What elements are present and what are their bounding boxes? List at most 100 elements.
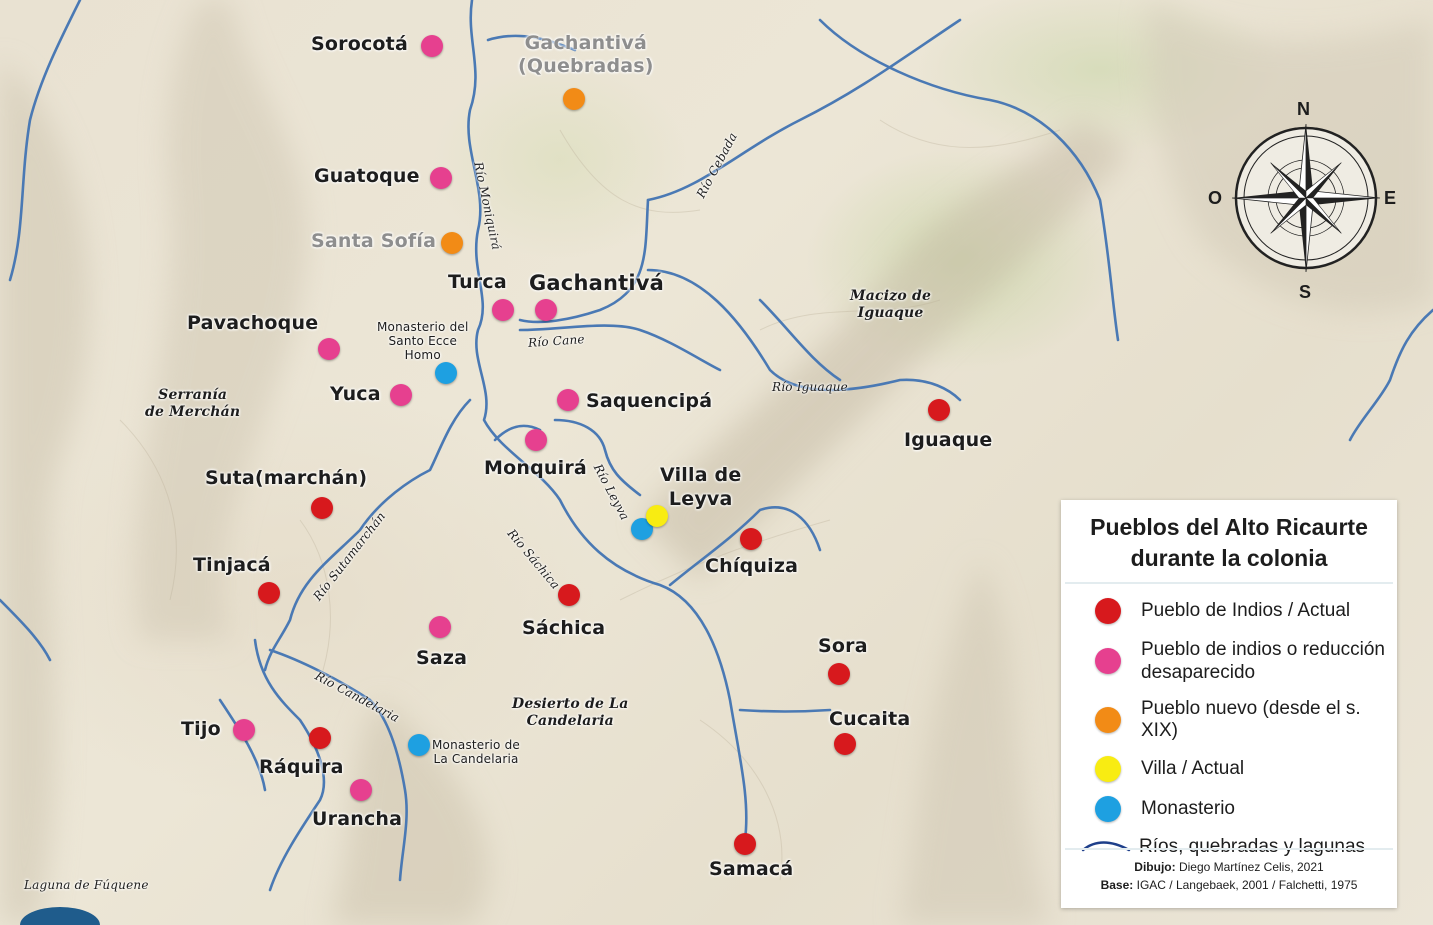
place-label: Sorocotá: [311, 33, 408, 55]
compass-east-label: E: [1384, 188, 1397, 208]
river-cane: [518, 324, 722, 372]
river-tijo: [218, 698, 267, 792]
river-chiquiza: [668, 506, 822, 587]
region-label: Serranía de Merchán: [145, 387, 241, 420]
place-marker: [258, 582, 280, 604]
legend-item-label: Pueblo de Indios / Actual: [1141, 600, 1351, 621]
place-marker: [646, 505, 668, 527]
credit-base-label: Base:: [1100, 878, 1134, 892]
river-trib-nw: [818, 18, 1120, 342]
place-marker: [740, 528, 762, 550]
legend-item: Monasterio: [1081, 796, 1397, 822]
place-label: Monasterio del Santo Ecce Homo: [377, 320, 469, 362]
compass-north-label: N: [1297, 99, 1310, 119]
place-marker: [631, 518, 653, 540]
legend-blue-dot-icon: [1095, 796, 1121, 822]
river-upper-trib: [486, 34, 577, 52]
river-label: Río Iguaque: [772, 380, 848, 394]
lake-shape: [20, 907, 100, 925]
place-label: Iguaque: [904, 429, 993, 451]
river-moniquira: [467, 0, 748, 842]
compass-south-label: S: [1299, 282, 1312, 302]
credit-drawing: Diego Martínez Celis, 2021: [1178, 860, 1324, 874]
place-marker: [557, 389, 579, 411]
place-marker: [429, 616, 451, 638]
river-lower: [253, 638, 326, 892]
legend-item: Pueblo de indios o reducción desaparecid…: [1081, 638, 1397, 684]
place-label: Sáchica: [522, 617, 606, 639]
place-label: Turca: [448, 271, 507, 293]
place-marker: [535, 299, 557, 321]
river-candelaria: [268, 648, 408, 882]
place-marker: [430, 167, 452, 189]
river-trib-iguaque: [758, 298, 842, 382]
river-network: [0, 0, 1433, 892]
legend-item-label: Monasterio: [1141, 798, 1235, 819]
legend-item-label: Villa / Actual: [1141, 758, 1245, 779]
legend-panel: Pueblos del Alto Ricaurte durante la col…: [1061, 500, 1397, 908]
place-label: Tijo: [181, 718, 221, 740]
place-marker: [828, 663, 850, 685]
legend-item-label: Pueblo nuevo (desde el s. XIX): [1141, 698, 1361, 741]
place-marker: [350, 779, 372, 801]
place-marker: [928, 399, 950, 421]
legend-item-label: Pueblo de indios o reducción desaparecid…: [1141, 639, 1386, 683]
credit-drawing-label: Dibujo:: [1134, 860, 1176, 874]
river-leyva: [553, 418, 642, 497]
place-label: Chíquiza: [705, 555, 799, 577]
place-marker: [834, 733, 856, 755]
place-label: Ráquira: [259, 756, 344, 778]
river-west-2: [0, 598, 52, 662]
legend-item: Pueblo nuevo (desde el s. XIX): [1081, 698, 1397, 742]
legend-credits: Dibujo: Diego Martínez Celis, 2021 Base:…: [1065, 848, 1393, 894]
legend-items: Pueblo de Indios / Actual Pueblo de indi…: [1061, 584, 1397, 858]
river-iguaque: [646, 268, 962, 402]
compass-west-label: O: [1208, 188, 1223, 208]
lake-label: Laguna de Fúquene: [24, 878, 149, 892]
compass-rose: [1231, 123, 1381, 273]
place-label: Samacá: [709, 858, 794, 880]
place-marker: [311, 497, 333, 519]
place-marker: [734, 833, 756, 855]
place-label: Monquirá: [484, 457, 587, 479]
place-label: Gachantivá: [529, 271, 665, 295]
river-cebada-2: [518, 198, 650, 324]
place-label: Monasterio de La Candelaria: [432, 738, 521, 766]
place-label: Urancha: [312, 808, 403, 830]
place-label: Santa Sofía: [311, 230, 437, 252]
place-marker: [525, 429, 547, 451]
place-marker: [318, 338, 340, 360]
place-marker: [408, 734, 430, 756]
river-cebada: [646, 18, 962, 202]
place-label: Suta(marchán): [205, 467, 368, 489]
place-label: Guatoque: [314, 165, 420, 187]
place-marker: [492, 299, 514, 321]
place-label: Yuca: [330, 383, 381, 405]
place-marker: [309, 727, 331, 749]
place-label: Pavachoque: [187, 312, 319, 334]
legend-orange-dot-icon: [1095, 707, 1121, 733]
place-marker: [421, 35, 443, 57]
region-label: Macizo de Iguaque: [850, 288, 932, 321]
place-marker: [390, 384, 412, 406]
place-marker: [558, 584, 580, 606]
legend-river-line-icon: [1081, 841, 1131, 852]
place-label: Cucaita: [829, 708, 911, 730]
river-leyva-2: [493, 424, 542, 442]
region-label: Desierto de La Candelaria: [512, 696, 629, 729]
legend-item: Ríos, quebradas y lagunas: [1081, 836, 1397, 858]
legend-yellow-dot-icon: [1095, 756, 1121, 782]
legend-item-label: Ríos, quebradas y lagunas: [1139, 836, 1366, 857]
place-label: Sora: [818, 635, 868, 657]
legend-item: Villa / Actual: [1081, 756, 1397, 782]
credit-base: IGAC / Langebaek, 2001 / Falchetti, 1975: [1136, 878, 1358, 892]
place-marker: [441, 232, 463, 254]
place-marker: [435, 362, 457, 384]
place-label: Villa de Leyva: [660, 464, 742, 510]
legend-title: Pueblos del Alto Ricaurte durante la col…: [1065, 500, 1393, 584]
place-label: Saquencipá: [586, 390, 713, 412]
place-label: Saza: [416, 647, 468, 669]
place-label: Gachantivá (Quebradas): [518, 32, 654, 77]
